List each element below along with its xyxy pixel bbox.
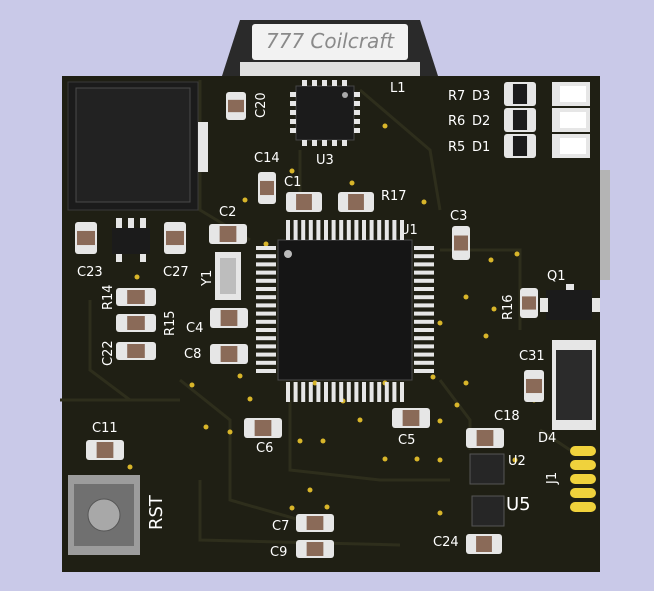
power-inductor bbox=[67, 81, 208, 211]
label-c20: C20 bbox=[254, 92, 269, 118]
label-c8: C8 bbox=[184, 347, 201, 362]
transistor-q1 bbox=[540, 284, 600, 320]
passive-part bbox=[210, 308, 248, 328]
ic-u5 bbox=[471, 495, 505, 527]
ic-u2 bbox=[469, 453, 505, 485]
label-c14: C14 bbox=[254, 151, 280, 166]
label-c2: C2 bbox=[219, 205, 236, 220]
label-q1: Q1 bbox=[547, 269, 566, 284]
label-u3: U3 bbox=[316, 153, 334, 168]
crystal-y1 bbox=[215, 252, 241, 300]
diode-d4 bbox=[552, 340, 596, 430]
label-c22: C22 bbox=[101, 340, 116, 366]
ic-u3 bbox=[295, 85, 355, 141]
label-r16: R16 bbox=[501, 294, 516, 320]
label-r5: R5 bbox=[448, 140, 465, 155]
label-r7: R7 bbox=[448, 89, 465, 104]
label-u5: U5 bbox=[506, 494, 531, 515]
passive-part bbox=[466, 428, 504, 448]
u1-pins bbox=[256, 220, 434, 402]
label-c3: C3 bbox=[450, 209, 467, 224]
passive-part bbox=[504, 82, 536, 106]
label-c6: C6 bbox=[256, 441, 273, 456]
inductor-l1: 777 Coilcraft bbox=[222, 20, 438, 76]
label-c27: C27 bbox=[163, 265, 189, 280]
silkscreen-labels: L1 C20 U3 C14 C1 R17 C2 U1 C3 C23 C27 Y1… bbox=[77, 81, 566, 560]
passive-part bbox=[520, 288, 538, 318]
label-j1: J1 bbox=[545, 472, 560, 485]
label-r15: R15 bbox=[163, 310, 178, 336]
label-d3: D3 bbox=[472, 89, 490, 104]
passive-part bbox=[296, 514, 334, 532]
label-d2: D2 bbox=[472, 114, 490, 129]
passive-part bbox=[466, 534, 502, 554]
passive-part bbox=[164, 222, 186, 254]
label-rst: RST bbox=[146, 494, 167, 530]
ic-u1-mcu bbox=[277, 239, 413, 381]
header-j1-pads bbox=[570, 446, 596, 512]
usb-connector-edge bbox=[600, 170, 610, 280]
passive-part bbox=[209, 224, 247, 244]
passive-part bbox=[296, 540, 334, 558]
label-c5: C5 bbox=[398, 433, 415, 448]
passive-part bbox=[116, 288, 156, 306]
transistor-sot bbox=[112, 218, 150, 262]
label-l1: L1 bbox=[390, 81, 406, 96]
passive-part bbox=[226, 92, 246, 120]
passive-part bbox=[338, 192, 374, 212]
passive-part bbox=[86, 440, 124, 460]
reset-button-rst[interactable] bbox=[68, 475, 140, 555]
label-c4: C4 bbox=[186, 321, 203, 336]
label-c31: C31 bbox=[519, 349, 545, 364]
passive-part bbox=[524, 370, 544, 402]
label-r6: R6 bbox=[448, 114, 465, 129]
passive-part bbox=[452, 226, 470, 260]
passive-part bbox=[504, 108, 536, 132]
label-u2: U2 bbox=[508, 454, 526, 469]
label-c18: C18 bbox=[494, 409, 520, 424]
label-c9: C9 bbox=[270, 545, 287, 560]
label-c7: C7 bbox=[272, 519, 289, 534]
label-c1: C1 bbox=[284, 175, 301, 190]
label-d1: D1 bbox=[472, 140, 490, 155]
passive-part bbox=[286, 192, 322, 212]
label-r17: R17 bbox=[381, 189, 407, 204]
inductor-brand-label: 777 Coilcraft bbox=[266, 29, 395, 53]
passive-part bbox=[75, 222, 97, 254]
passive-part bbox=[116, 342, 156, 360]
label-y1: Y1 bbox=[200, 270, 215, 287]
passive-part bbox=[210, 344, 248, 364]
passive-components bbox=[75, 82, 544, 558]
passive-part bbox=[504, 134, 536, 158]
passive-part bbox=[392, 408, 430, 428]
passive-part bbox=[244, 418, 282, 438]
label-c24: C24 bbox=[433, 535, 459, 550]
label-c23: C23 bbox=[77, 265, 103, 280]
passive-part bbox=[258, 172, 276, 204]
label-c11: C11 bbox=[92, 421, 118, 436]
u3-pads bbox=[290, 80, 360, 146]
led-array bbox=[552, 82, 590, 158]
passive-part bbox=[116, 314, 156, 332]
label-d4: D4 bbox=[538, 431, 556, 446]
label-u1: U1 bbox=[400, 223, 418, 238]
label-r14: R14 bbox=[101, 284, 116, 310]
